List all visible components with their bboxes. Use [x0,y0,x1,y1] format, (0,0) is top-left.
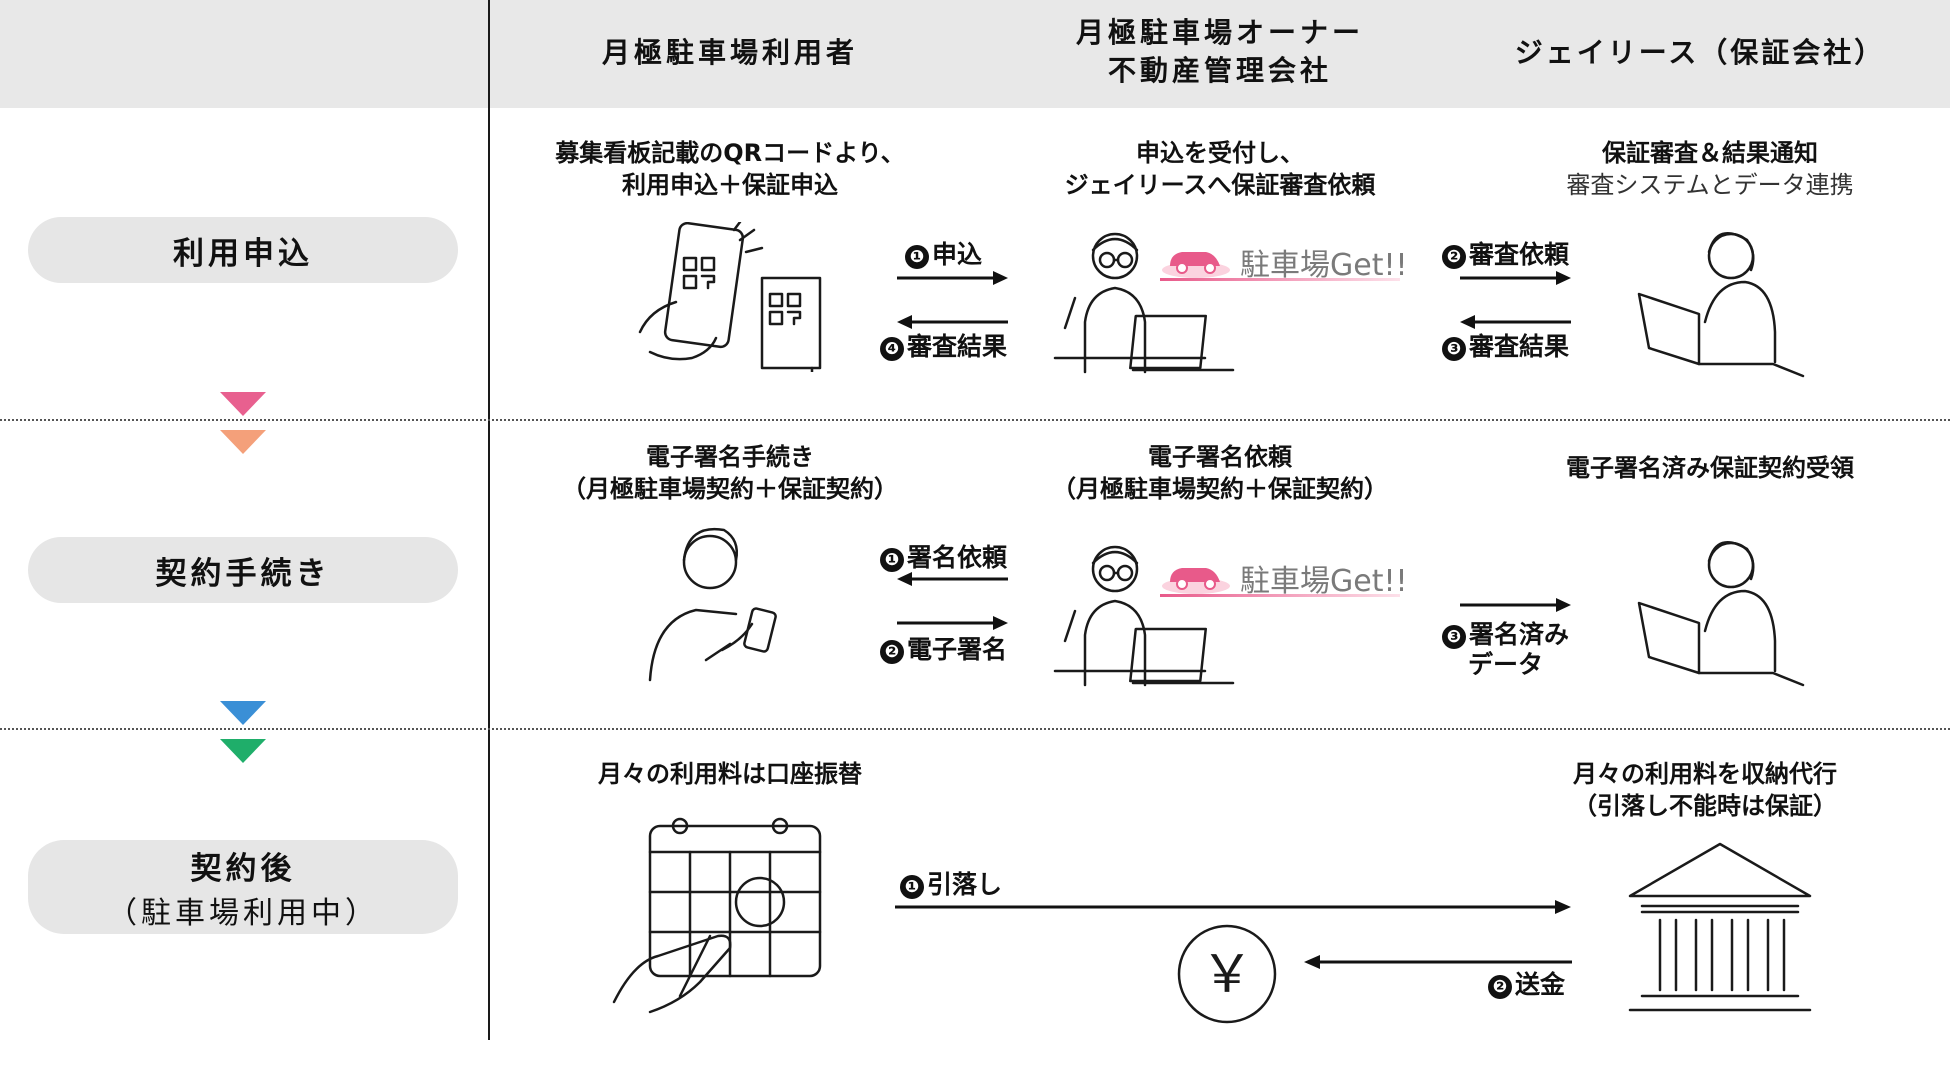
arrow-left-result [897,315,1008,329]
calendar-illustration [612,817,822,1014]
caption-line: 電子署名手続き [646,443,814,471]
caption-line: 申込を受付し、 [1136,139,1304,167]
arrow-right-apply [897,271,1008,285]
bank-icon [1628,842,1812,1012]
step-number: ❷ [1442,245,1466,269]
stage-label: 契約後 [190,850,296,887]
column-header-user: 月極駐車場利用者 [601,36,858,69]
step-number: ❶ [905,245,929,269]
stage-label: 契約手続き [155,555,331,592]
column-divider [488,0,490,1040]
row-separator-1 [0,419,1950,421]
arrow-right-debit [895,900,1571,914]
qr-scan-illustration [638,222,822,372]
arrow-right-e-signature [897,616,1008,630]
triangle-green [220,739,266,763]
stage-pill-after-contract: 契約後 （駐車場利用中） [28,840,458,934]
owner-header-line2: 不動産管理会社 [1107,54,1332,87]
column-header-owner: 月極駐車場オーナー 不動産管理会社 [1020,14,1420,90]
caption-line: 募集看板記載のQRコードより、 [555,139,905,167]
caption-line: （月極駐車場契約＋保証契約） [562,475,898,503]
arrow-text: 署名依頼 [907,543,1008,572]
arrow-right-review-request [1460,271,1571,285]
caption-line: 電子署名済み保証契約受領 [1566,454,1854,482]
triangle-pink [220,392,266,416]
stage-pill-application: 利用申込 [28,217,458,283]
logo-underline [1160,278,1400,281]
parking-get-logo-2: 駐車場Get!! [1160,552,1408,600]
column-header-guarantor: ジェイリース（保証会社） [1514,36,1886,69]
caption-line: 電子署名依頼 [1148,443,1292,471]
arrow-text: 審査結果 [1469,332,1570,361]
owner-illustration-2 [1053,545,1235,687]
step-number: ❶ [900,875,924,899]
stage1-user-caption: 募集看板記載のQRコードより、 利用申込＋保証申込 [520,137,940,201]
stage1-guarantor-caption: 保証審査＆結果通知 審査システムとデータ連携 [1500,137,1920,201]
stage1-owner-caption: 申込を受付し、 ジェイリースへ保証審査依頼 [1010,137,1430,201]
stage3-user-caption: 月々の利用料は口座振替 [520,758,940,790]
step-number: ❷ [1488,975,1512,999]
arrow-text: 申込 [932,240,983,269]
logo-text: 駐車場Get!! [1240,248,1408,283]
row-separator-2 [0,728,1950,730]
stage2-user-caption: 電子署名手続き （月極駐車場契約＋保証契約） [520,441,940,505]
arrow-text: 引落し [927,870,1003,899]
arrow-text: 審査結果 [907,332,1008,361]
stage3-guarantor-caption: 月々の利用料を収納代行 （引落し不能時は保証） [1495,758,1915,822]
stage2-guarantor-caption: 電子署名済み保証契約受領 [1500,452,1920,484]
caption-line: 月々の利用料は口座振替 [598,760,862,788]
user-phone-illustration [648,527,777,682]
stage-sublabel: （駐車場利用中） [107,895,379,931]
stage-label: 利用申込 [173,235,313,272]
step-number: ❶ [880,548,904,572]
arrow-right-signed-data [1460,598,1571,612]
yen-coin-icon: ￥ [1177,924,1277,1024]
caption-line: 保証審査＆結果通知 [1602,139,1818,167]
flow-triangles-2 [220,701,266,763]
arrow-left-sign-request [897,572,1008,586]
arrow-text: 電子署名 [907,635,1008,664]
guarantor-laptop-illustration-2 [1637,541,1805,687]
stage2-owner-caption: 電子署名依頼 （月極駐車場契約＋保証契約） [1010,441,1430,505]
car-icon [1162,252,1230,278]
yen-symbol: ￥ [1201,945,1253,1005]
arrow-text: 送金 [1515,970,1566,999]
step-number: ❷ [880,640,904,664]
step-number: ❹ [880,337,904,361]
arrow-left-remit [1304,955,1572,969]
triangle-salmon [220,430,266,454]
triangle-blue [220,701,266,725]
arrow-text: 審査依頼 [1469,240,1570,269]
step-number: ❸ [1442,337,1466,361]
logo-text: 駐車場Get!! [1240,564,1408,599]
arrow-text-line2: データ [1468,650,1544,679]
flow-triangles-1 [220,392,266,454]
stage-pill-contract: 契約手続き [28,537,458,603]
car-icon [1162,568,1230,594]
owner-illustration-1 [1053,232,1235,374]
caption-line: ジェイリースへ保証審査依頼 [1064,171,1376,199]
caption-line: 月々の利用料を収納代行 [1573,760,1837,788]
parking-get-logo-1: 駐車場Get!! [1160,236,1408,284]
logo-underline [1160,594,1400,597]
header-band [0,0,1950,108]
guarantor-laptop-illustration-1 [1637,232,1805,378]
step-number: ❸ [1442,625,1466,649]
arrow-text: 署名済み [1469,620,1570,649]
caption-line: （引落し不能時は保証） [1573,792,1837,820]
arrow-left-review-result [1460,315,1571,329]
caption-line: 審査システムとデータ連携 [1566,171,1854,199]
owner-header-line1: 月極駐車場オーナー [1075,16,1364,49]
caption-line: （月極駐車場契約＋保証契約） [1052,475,1388,503]
caption-line: 利用申込＋保証申込 [622,171,838,199]
